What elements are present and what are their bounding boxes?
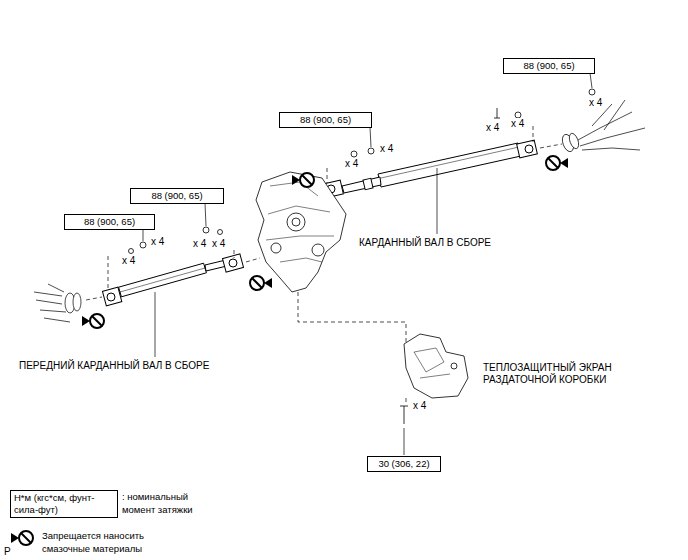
alignment-line xyxy=(533,126,534,142)
quantity-mark: x 4 xyxy=(344,158,359,170)
front-propeller-shaft xyxy=(102,287,121,306)
rear-differential xyxy=(568,132,581,150)
alignment-line xyxy=(246,258,260,262)
transfer-case xyxy=(271,243,281,253)
alignment-line xyxy=(406,398,407,404)
box-text: Н*м (кгс*см, фунт-сила-фут) xyxy=(14,492,114,516)
transfer-case xyxy=(256,172,346,292)
front-differential xyxy=(34,284,81,322)
quantity-mark: x 4 xyxy=(150,236,165,248)
alignment-line xyxy=(327,168,328,183)
alignment-line xyxy=(108,256,109,288)
leader-line xyxy=(404,428,405,455)
leader-line xyxy=(143,73,592,455)
fastener xyxy=(368,148,374,154)
front-differential xyxy=(73,293,81,311)
transfer-case xyxy=(312,244,324,256)
front-propeller-shaft xyxy=(119,263,207,297)
quantity-mark: x 4 xyxy=(121,255,136,267)
heat-insulator xyxy=(404,334,468,398)
transfer-case xyxy=(266,182,334,262)
fastener xyxy=(140,242,146,248)
quantity-mark: x 4 xyxy=(485,122,500,134)
legend-text: : номинальный момент затяжки xyxy=(122,491,222,516)
no-lubricant-symbol xyxy=(546,156,568,170)
page-mark: P xyxy=(3,546,12,558)
propeller-shaft xyxy=(525,145,533,153)
torque-box: 88 (900, 65) xyxy=(64,214,155,230)
front-differential xyxy=(34,284,70,322)
leader-line xyxy=(205,203,206,226)
box-text: 88 (900, 65) xyxy=(135,190,219,202)
no-lubricant-symbol xyxy=(82,314,104,328)
no-lubricant-symbol xyxy=(292,173,314,187)
alignment-line xyxy=(234,250,235,258)
torque-box: 88 (900, 65) xyxy=(503,58,595,74)
quantity-mark: x 4 xyxy=(510,118,525,130)
leader-line xyxy=(437,168,438,234)
propeller-shaft xyxy=(363,178,373,190)
heat-insulator xyxy=(404,334,468,398)
quantity-mark: x 4 xyxy=(192,238,207,250)
box-text: 30 (306, 22) xyxy=(372,458,436,470)
fastener xyxy=(589,89,595,95)
box-text: 88 (900, 65) xyxy=(284,114,367,126)
fastener xyxy=(129,249,134,254)
transfer-case xyxy=(256,172,346,292)
fastener xyxy=(400,406,408,424)
leader-line xyxy=(155,292,156,357)
front-propeller-shaft xyxy=(107,293,115,301)
box-text: 88 (900, 65) xyxy=(69,216,150,228)
alignment-line xyxy=(540,144,562,148)
part-name: ПЕРЕДНИЙ КАРДАННЫЙ ВАЛ В СБОРЕ xyxy=(18,360,210,372)
quantity-mark: x 4 xyxy=(588,97,603,109)
quantity-mark: x 4 xyxy=(412,400,427,412)
legend-symbol xyxy=(11,531,33,545)
transfer-case xyxy=(292,218,300,226)
propeller-shaft xyxy=(517,140,538,158)
quantity-mark: x 4 xyxy=(379,143,394,155)
leader-line xyxy=(370,127,371,147)
box-text: 88 (900, 65) xyxy=(508,60,590,72)
propeller-shaft xyxy=(342,177,381,193)
torque-box: 30 (306, 22) xyxy=(367,456,441,472)
fastener xyxy=(203,227,209,233)
front-propeller-shaft xyxy=(102,254,243,306)
no-lubricant-symbol xyxy=(250,276,272,290)
fastener xyxy=(351,151,357,157)
fastener xyxy=(218,230,223,235)
front-propeller-shaft xyxy=(120,268,205,292)
legend-text: Запрещается наносить смазочные материалы xyxy=(42,530,162,555)
heat-insulator xyxy=(414,348,450,378)
fastener xyxy=(494,108,500,118)
torque-box: 88 (900, 65) xyxy=(130,188,224,204)
front-propeller-shaft xyxy=(222,254,243,272)
heat-insulator xyxy=(451,363,457,369)
propeller-shaft xyxy=(323,140,538,198)
propeller-shaft xyxy=(381,147,519,178)
legend-box: Н*м (кгс*см, фунт-сила-фут) xyxy=(10,490,118,518)
leader-line xyxy=(143,229,144,241)
quantity-mark: x 4 xyxy=(211,238,226,250)
transfer-case xyxy=(287,213,305,231)
front-propeller-shaft xyxy=(229,259,237,267)
propeller-shaft xyxy=(378,143,521,187)
alignment-line xyxy=(298,292,406,342)
torque-box: 88 (900, 65) xyxy=(279,112,372,128)
part-name: КАРДАННЫЙ ВАЛ В СБОРЕ xyxy=(358,237,492,249)
leader-line xyxy=(590,73,592,88)
alignment-line xyxy=(86,297,102,300)
part-name: ТЕПЛОЗАЩИТНЫЙ ЭКРАН РАЗДАТОЧНОЙ КОРОБКИ xyxy=(482,362,649,386)
